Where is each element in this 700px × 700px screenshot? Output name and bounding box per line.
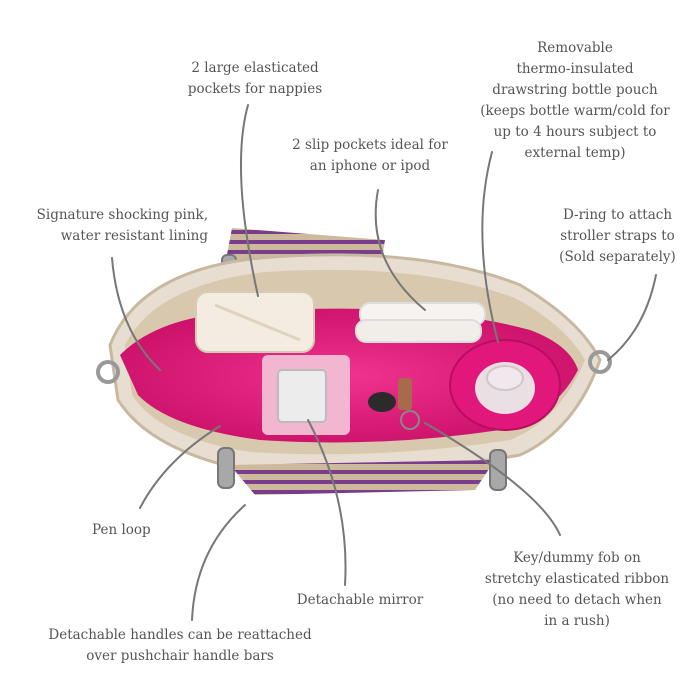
leader-nappy-pockets bbox=[240, 104, 259, 297]
callout-pen-loop: Pen loop bbox=[92, 520, 151, 541]
bottom-handle-strap bbox=[217, 447, 507, 495]
callout-key-fob: Key/dummy fob on stretchy elasticated ri… bbox=[462, 548, 692, 632]
callout-slip-pockets: 2 slip pockets ideal for an iphone or ip… bbox=[270, 135, 470, 177]
nappy-pack bbox=[195, 291, 315, 353]
callout-line: (Sold separately) bbox=[559, 249, 676, 265]
d-ring-right bbox=[588, 350, 612, 374]
callout-line: D-ring to attach bbox=[562, 207, 673, 223]
callout-line: in a rush) bbox=[544, 613, 610, 629]
callout-bottle-pouch: Removable thermo-insulated drawstring bo… bbox=[465, 38, 685, 164]
callout-line: pockets for nappies bbox=[187, 81, 323, 97]
callout-line: drawstring bottle pouch bbox=[492, 82, 658, 98]
callout-line: external temp) bbox=[524, 145, 626, 161]
leader-lining bbox=[111, 257, 161, 371]
leader-pen-loop bbox=[139, 425, 221, 509]
callout-nappy-pockets: 2 large elasticated pockets for nappies bbox=[160, 58, 350, 100]
leader-handles bbox=[191, 504, 246, 621]
d-ring-left bbox=[96, 360, 120, 384]
callout-line: (no need to detach when bbox=[492, 592, 662, 608]
callout-line: Key/dummy fob on bbox=[513, 550, 641, 566]
callout-d-ring: D-ring to attach stroller straps to (Sol… bbox=[540, 205, 695, 268]
callout-lining: Signature shocking pink, water resistant… bbox=[8, 205, 208, 247]
callout-line: over pushchair handle bars bbox=[86, 648, 274, 664]
leader-d-ring bbox=[607, 274, 657, 361]
callout-line: 2 slip pockets ideal for bbox=[292, 137, 448, 153]
callout-handles: Detachable handles can be reattached ove… bbox=[20, 625, 340, 667]
callout-line: an iphone or ipod bbox=[309, 158, 431, 174]
leader-key-fob bbox=[424, 422, 561, 536]
callout-line: Detachable handles can be reattached bbox=[48, 627, 312, 643]
callout-line: (keeps bottle warm/cold for bbox=[480, 103, 670, 119]
callout-line: stroller straps to bbox=[560, 228, 675, 244]
callout-line: water resistant lining bbox=[60, 228, 208, 244]
mirror bbox=[262, 355, 350, 435]
bottle-pouch bbox=[449, 339, 561, 431]
callout-line: Removable bbox=[537, 40, 613, 56]
leader-mirror bbox=[307, 419, 347, 586]
callout-mirror: Detachable mirror bbox=[270, 590, 450, 611]
keys bbox=[368, 378, 420, 430]
leader-lines bbox=[111, 104, 657, 621]
callout-line: thermo-insulated bbox=[516, 61, 634, 77]
callout-line: up to 4 hours subject to bbox=[493, 124, 657, 140]
callout-line: Detachable mirror bbox=[296, 592, 424, 608]
callout-line: Signature shocking pink, bbox=[36, 207, 208, 223]
leader-slip-pockets bbox=[374, 189, 426, 311]
callout-line: 2 large elasticated bbox=[191, 60, 319, 76]
slip-pocket-items bbox=[355, 302, 486, 343]
leader-bottle-pouch bbox=[481, 151, 499, 343]
callout-line: Pen loop bbox=[92, 522, 151, 538]
callout-line: stretchy elasticated ribbon bbox=[484, 571, 670, 587]
